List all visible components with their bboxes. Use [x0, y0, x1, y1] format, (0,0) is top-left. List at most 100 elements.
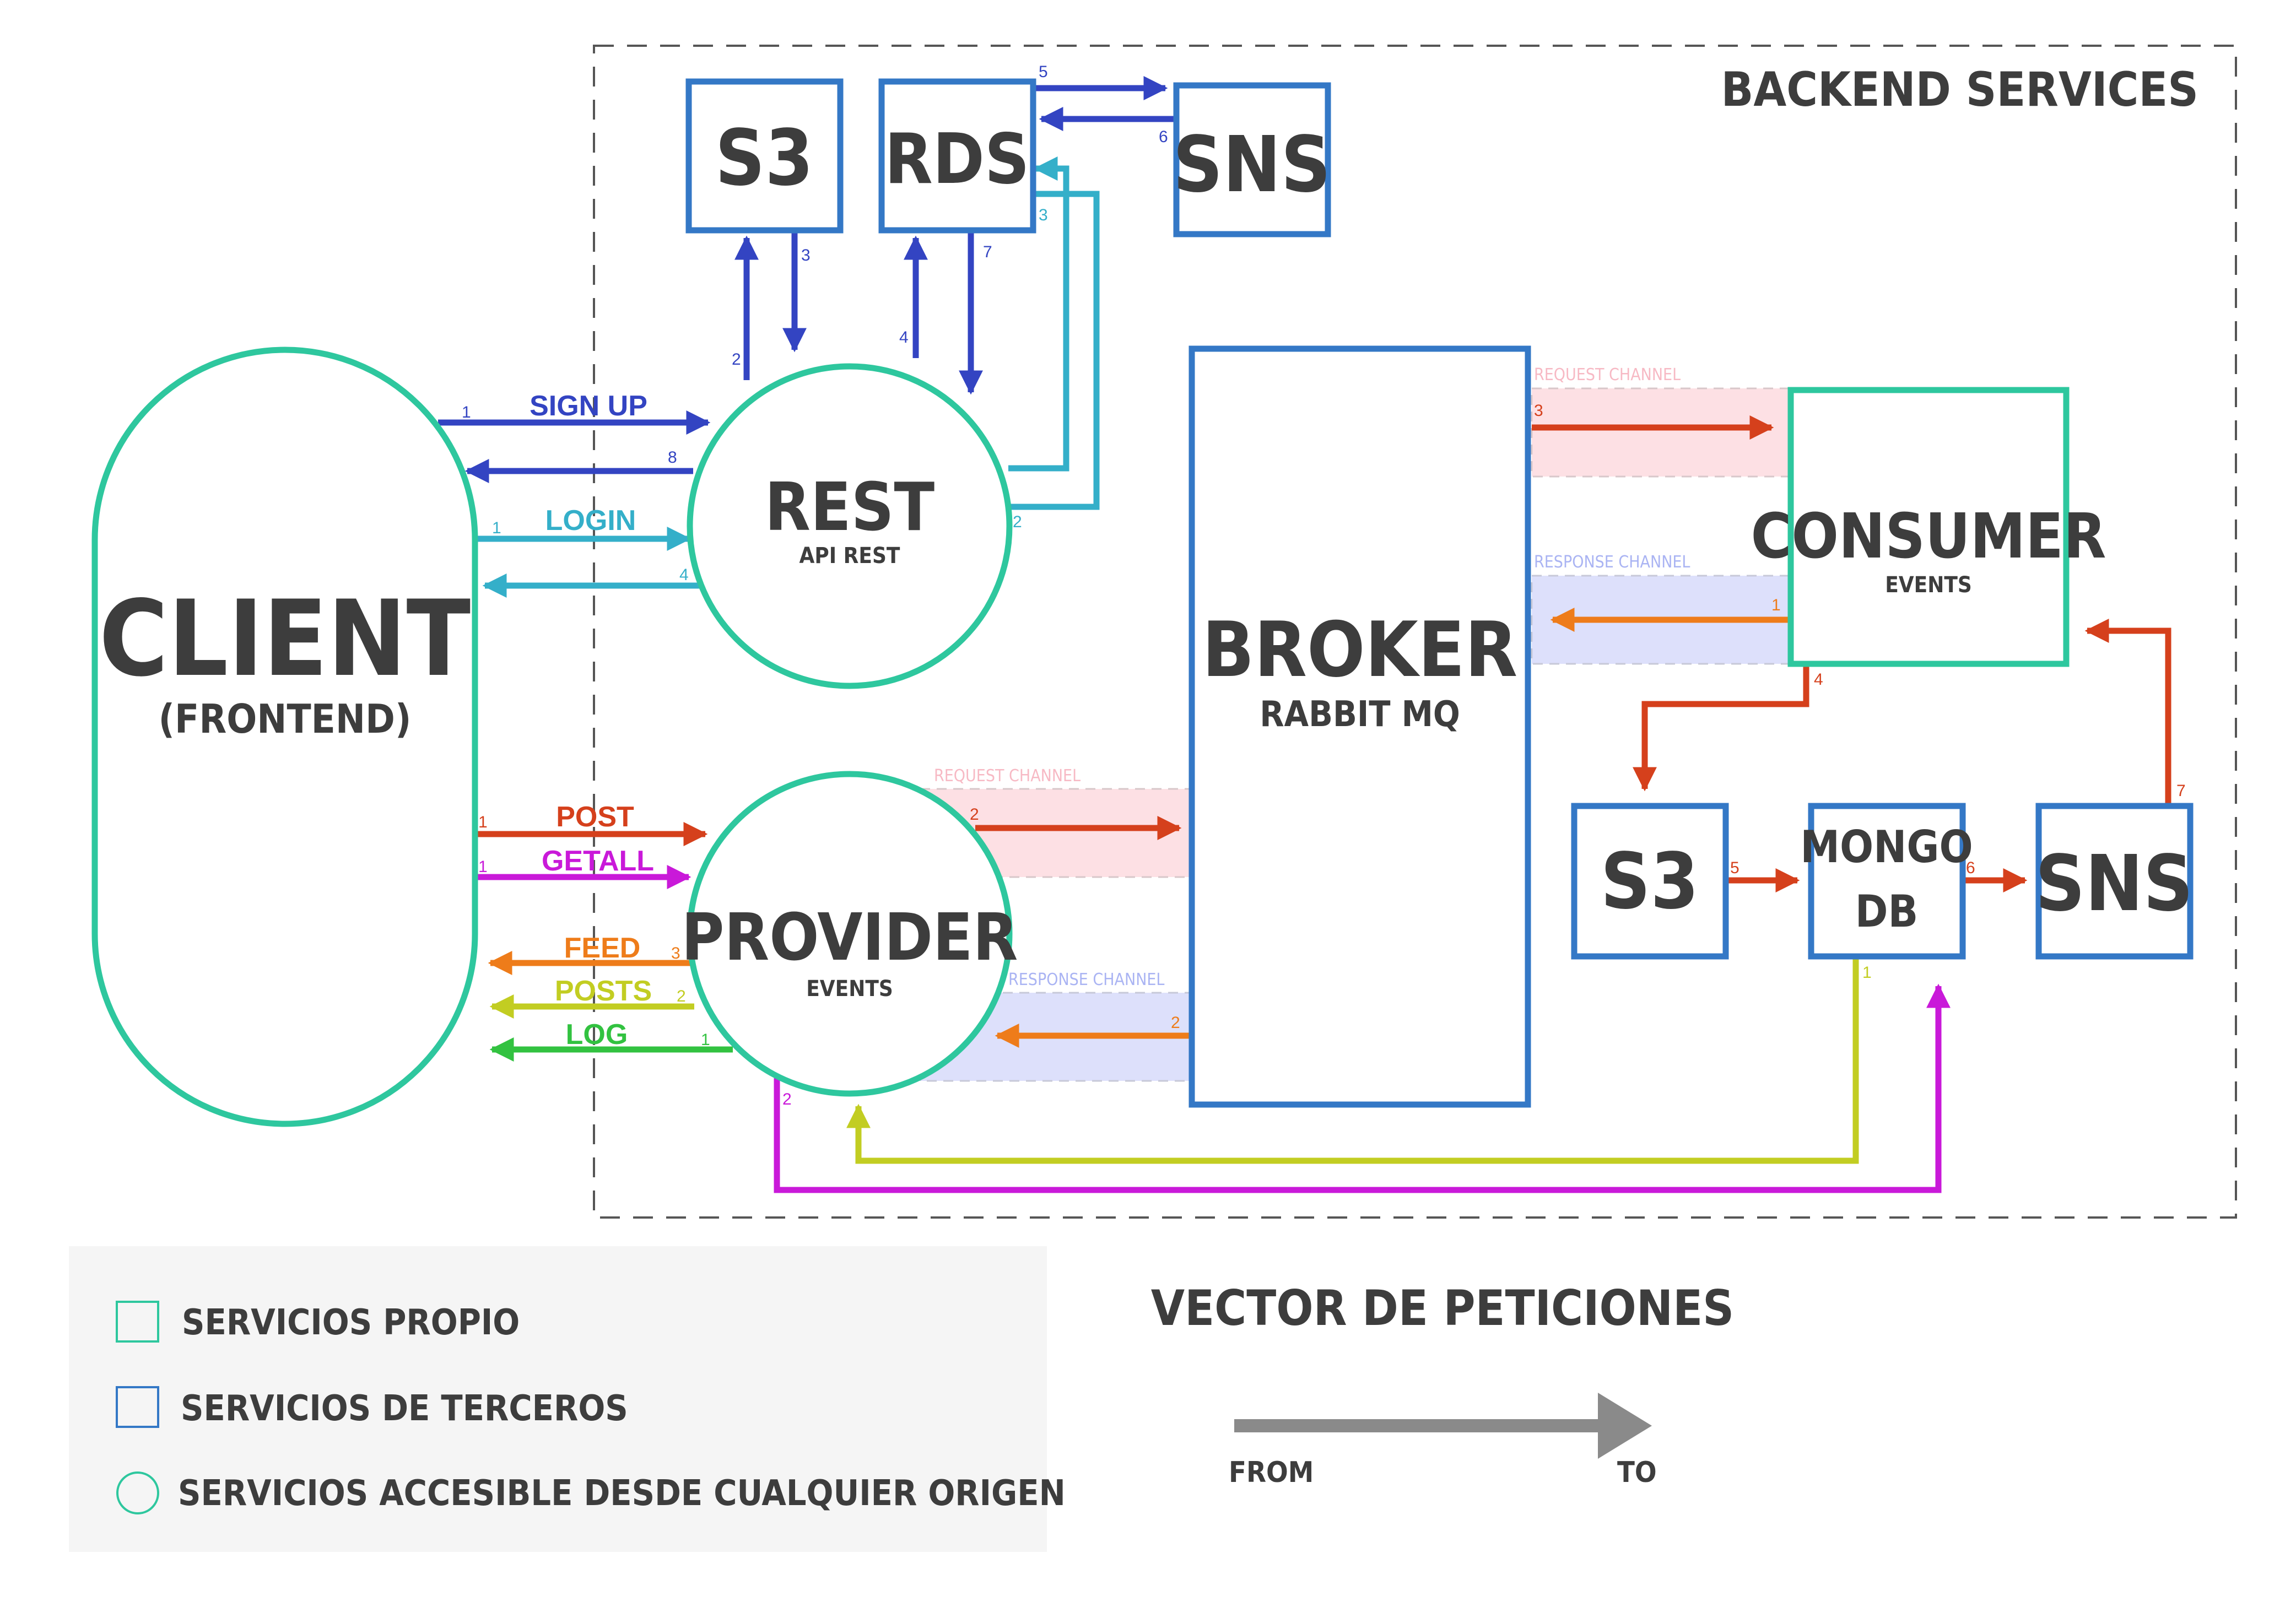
posts-label: POSTS [555, 975, 652, 1007]
s3-top-node: S3 [685, 78, 844, 234]
consumer-subtitle: EVENTS [1885, 572, 1972, 598]
rest-title: REST [765, 469, 935, 546]
request-vector: VECTOR DE PETICIONES FROM TO [1151, 1280, 1734, 1489]
step-login-out: 1 [492, 519, 501, 537]
sns-top-title: SNS [1173, 120, 1331, 210]
mongo-title-line1: MONGO [1800, 821, 1973, 873]
step-numbers: 1 8 1 4 2 3 4 7 5 6 3 2 1 1 3 2 1 2 2 3 … [462, 63, 2186, 1108]
provider-subtitle: EVENTS [806, 976, 893, 1002]
vector-from-label: FROM [1229, 1456, 1314, 1489]
broker-shape [1188, 345, 1531, 1108]
step-signup-back: 8 [668, 448, 677, 467]
rest-node: REST API REST [687, 363, 1013, 689]
rds-shape [878, 78, 1036, 234]
step-mongo-sns: 6 [1966, 859, 1975, 877]
step-s3-mongo: 5 [1730, 859, 1739, 877]
rest-to-rds-cyan-arrow [1008, 156, 1069, 472]
orange-connectors [488, 608, 1791, 1048]
request-channel-label-bottom: REQUEST CHANNEL [934, 766, 1081, 786]
vector-arrow-head [1598, 1393, 1652, 1459]
consumer-title: CONSUMER [1751, 501, 2106, 572]
sns-top-shape [1173, 82, 1331, 237]
mongo-to-provider-arrow [846, 957, 1859, 1164]
s3-top-shape [685, 78, 844, 234]
step-rest-s3-down: 3 [801, 246, 811, 264]
sns-top-node: SNS [1173, 82, 1331, 237]
step-rest-rds-cyan-back: 2 [1013, 513, 1022, 531]
rest-subtitle: API REST [799, 543, 900, 569]
step-broker-provider: 2 [1171, 1014, 1180, 1032]
log-label: LOG [566, 1019, 628, 1051]
sns-bottom-shape [2035, 803, 2194, 960]
rest-shape [687, 363, 1013, 689]
legend-own-label: SERVICIOS PROPIO [182, 1302, 520, 1343]
step-provider-broker: 2 [970, 805, 979, 824]
step-rest-rds-up: 4 [899, 328, 909, 347]
red-connectors [477, 415, 2171, 892]
post-label: POST [556, 801, 634, 833]
legend-public-label: SERVICIOS ACCESIBLE DESDE CUALQUIER ORIG… [178, 1473, 1066, 1514]
rest-to-rds-cyan-loop [1008, 191, 1100, 510]
consumer-shape [1787, 387, 2070, 667]
step-mongo-provider: 1 [1862, 964, 1872, 982]
step-sns-rds: 6 [1159, 128, 1168, 146]
provider-title: PROVIDER [682, 899, 1018, 975]
step-rds-sns: 5 [1039, 63, 1048, 81]
provider-to-mongo-arrow [774, 983, 1951, 1193]
mongo-shape [1808, 803, 1966, 960]
sns-bottom-title: SNS [2035, 839, 2194, 929]
feed-label: FEED [564, 932, 641, 964]
legend-own-swatch [116, 1301, 159, 1343]
vector-to-label: TO [1617, 1456, 1657, 1489]
broker-subtitle: RABBIT MQ [1260, 694, 1460, 735]
s3-bottom-node: S3 [1571, 803, 1729, 960]
sns-bottom-node: SNS [2035, 803, 2194, 960]
step-login-back: 4 [679, 566, 689, 584]
step-rest-rds-cyan-up: 3 [1039, 206, 1048, 224]
response-channel-label-bottom: RESPONSE CHANNEL [1008, 970, 1164, 989]
consumer-node: CONSUMER EVENTS [1751, 387, 2106, 667]
legend: SERVICIOS PROPIO SERVICIOS DE TERCEROS S… [69, 1246, 1066, 1552]
step-broker-consumer: 3 [1534, 402, 1543, 420]
step-consumer-broker: 1 [1771, 596, 1781, 614]
login-label: LOGIN [545, 505, 636, 537]
step-getall: 1 [478, 858, 488, 876]
client-shape [91, 347, 478, 1127]
legend-third-label: SERVICIOS DE TERCEROS [181, 1388, 628, 1429]
step-signup-out: 1 [462, 403, 471, 421]
cyan-connectors [471, 156, 1100, 598]
step-sns-consumer: 7 [2176, 782, 2186, 800]
request-channel-band-top [1531, 387, 1792, 478]
step-provider-mongo: 2 [782, 1090, 792, 1108]
sns-to-consumer-arrow [2084, 619, 2171, 804]
legend-public-swatch [116, 1471, 159, 1514]
navy-connectors [438, 76, 1174, 483]
misc-connectors [477, 865, 1951, 1193]
step-consumer-s3: 4 [1814, 670, 1823, 689]
step-log: 1 [701, 1031, 710, 1049]
broker-title: BROKER [1202, 605, 1517, 694]
broker-node: BROKER RABBIT MQ [1188, 345, 1531, 1108]
vector-title: VECTOR DE PETICIONES [1151, 1280, 1734, 1337]
consumer-to-s3-arrow [1633, 664, 1809, 792]
s3-bottom-title: S3 [1601, 837, 1699, 927]
step-posts: 2 [677, 987, 686, 1005]
provider-node: PROVIDER EVENTS [682, 771, 1018, 1097]
legend-third-swatch [116, 1386, 159, 1428]
client-node: CLIENT (FRONTEND) [91, 347, 478, 1127]
step-rest-s3-up: 2 [732, 350, 741, 369]
rds-title: RDS [884, 118, 1029, 199]
step-rds-rest-down: 7 [983, 243, 992, 261]
backend-label: BACKEND SERVICES [1721, 62, 2198, 117]
step-post: 1 [478, 813, 488, 831]
backend-boundary [593, 45, 2237, 1219]
client-title: CLIENT [99, 578, 471, 700]
legend-panel [69, 1246, 1047, 1552]
rds-node: RDS [878, 78, 1036, 234]
step-feed: 3 [671, 944, 680, 962]
request-channel-label-top: REQUEST CHANNEL [1534, 365, 1681, 385]
signup-label: SIGN UP [530, 390, 647, 422]
mongo-title-line2: DB [1855, 886, 1919, 937]
s3-top-title: S3 [715, 113, 813, 203]
